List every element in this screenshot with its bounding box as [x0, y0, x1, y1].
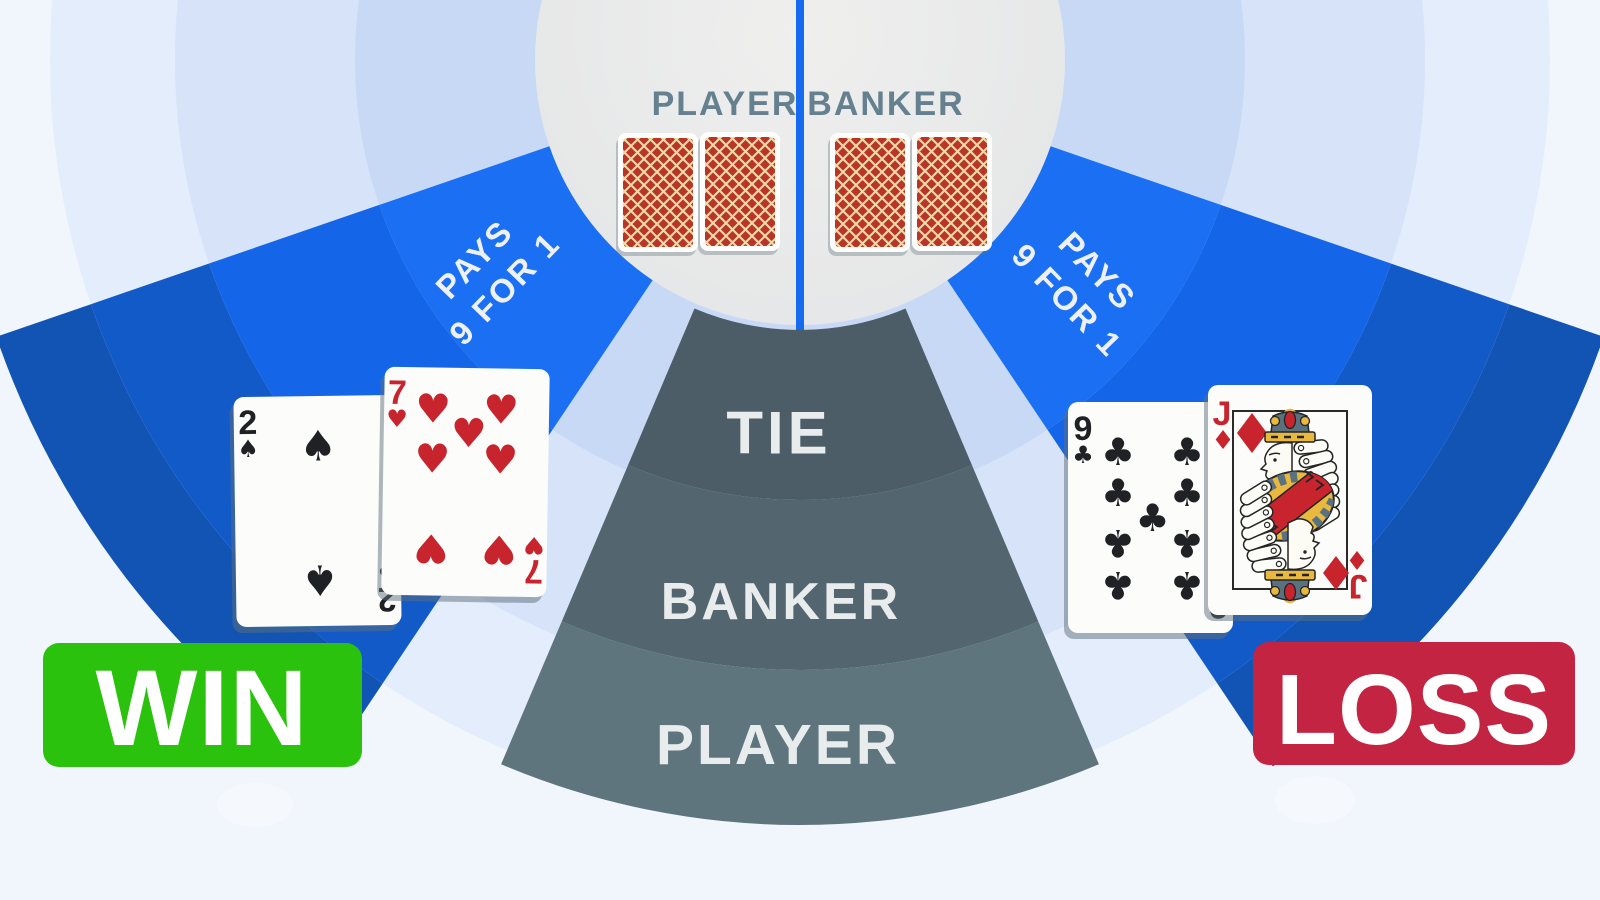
diamond-icon: ♦ [1211, 426, 1234, 456]
card-rank: 9 [1074, 410, 1093, 448]
player-zone-label: PLAYER [656, 713, 900, 777]
card-rank: 2 [238, 404, 257, 442]
heart-icon: ♥ [413, 524, 450, 571]
banker-area-label: BANKER [807, 85, 964, 123]
club-icon: ♣ [1101, 471, 1135, 515]
spade-icon: ♠ [301, 555, 339, 605]
spade-icon: ♠ [299, 421, 337, 471]
loss-badge: LOSS [1253, 642, 1575, 766]
heart-icon: ♥ [414, 436, 451, 483]
heart-icon: ♥ [386, 405, 408, 433]
club-icon: ♣ [1135, 496, 1169, 540]
card-corner-index-inverted: J ♦ [1345, 544, 1368, 605]
win-badge: WIN [43, 643, 362, 768]
diamond-icon [1323, 556, 1349, 590]
card-back [828, 133, 910, 256]
card-jack-of-diamonds: J ♦ J ♦ [1204, 385, 1372, 621]
card-rank: 7 [524, 552, 544, 590]
club-icon: ♣ [1170, 430, 1204, 474]
club-icon: ♣ [1170, 521, 1204, 565]
card-corner-index: 7 ♥ [386, 374, 408, 433]
player-area-label: PLAYER [652, 85, 799, 123]
tie-zone-label: TIE [726, 400, 831, 467]
loss-badge-label: LOSS [1276, 654, 1552, 766]
diamond-icon: ♦ [1345, 544, 1368, 574]
card-9-of-clubs: 9 ♣ 9 ♣ ♣ ♣ ♣ ♣ ♣ ♣ ♣ ♣ ♣ [1064, 402, 1233, 639]
diamond-icon [1237, 413, 1267, 453]
card-corner-index: J ♦ [1211, 395, 1234, 456]
card-2-of-spades: 2 ♠ 2 ♠ ♠ ♠ [229, 394, 402, 634]
heart-icon: ♥ [482, 437, 519, 484]
heart-icon: ♥ [483, 387, 520, 434]
heart-icon: ♥ [481, 525, 518, 572]
card-back [698, 132, 780, 255]
club-icon: ♣ [1170, 471, 1204, 515]
player-bet-zone [501, 621, 1099, 826]
club-icon: ♣ [1170, 563, 1204, 607]
card-corner-index: 9 ♣ [1072, 410, 1094, 469]
card-back [616, 133, 698, 256]
card-rank: J [1213, 395, 1232, 433]
spade-icon: ♠ [237, 435, 259, 463]
win-badge-label: WIN [96, 647, 309, 768]
heart-icon: ♥ [523, 531, 545, 559]
card-corner-index-inverted: 7 ♥ [523, 531, 545, 590]
card-rank: J [1349, 567, 1368, 605]
heart-icon: ♥ [450, 411, 487, 458]
player-card-backs [616, 132, 780, 256]
betting-fan: TIE BANKER PLAYER [501, 308, 1099, 826]
heart-icon: ♥ [415, 386, 452, 433]
card-back [910, 132, 992, 255]
card-rank: 7 [388, 374, 408, 412]
club-icon: ♣ [1101, 521, 1135, 565]
club-icon: ♣ [1072, 441, 1094, 469]
banker-bet-zone [561, 465, 1039, 670]
club-icon: ♣ [1101, 563, 1135, 607]
card-corner-index: 2 ♠ [237, 404, 259, 463]
club-icon: ♣ [1101, 430, 1135, 474]
banker-zone-label: BANKER [661, 573, 901, 631]
banker-card-backs [828, 132, 992, 256]
tie-bet-zone [628, 308, 972, 500]
table-divider-line [796, 0, 804, 334]
card-7-of-hearts: 7 ♥ 7 ♥ ♥ ♥ ♥ ♥ ♥ ♥ ♥ [377, 366, 550, 604]
